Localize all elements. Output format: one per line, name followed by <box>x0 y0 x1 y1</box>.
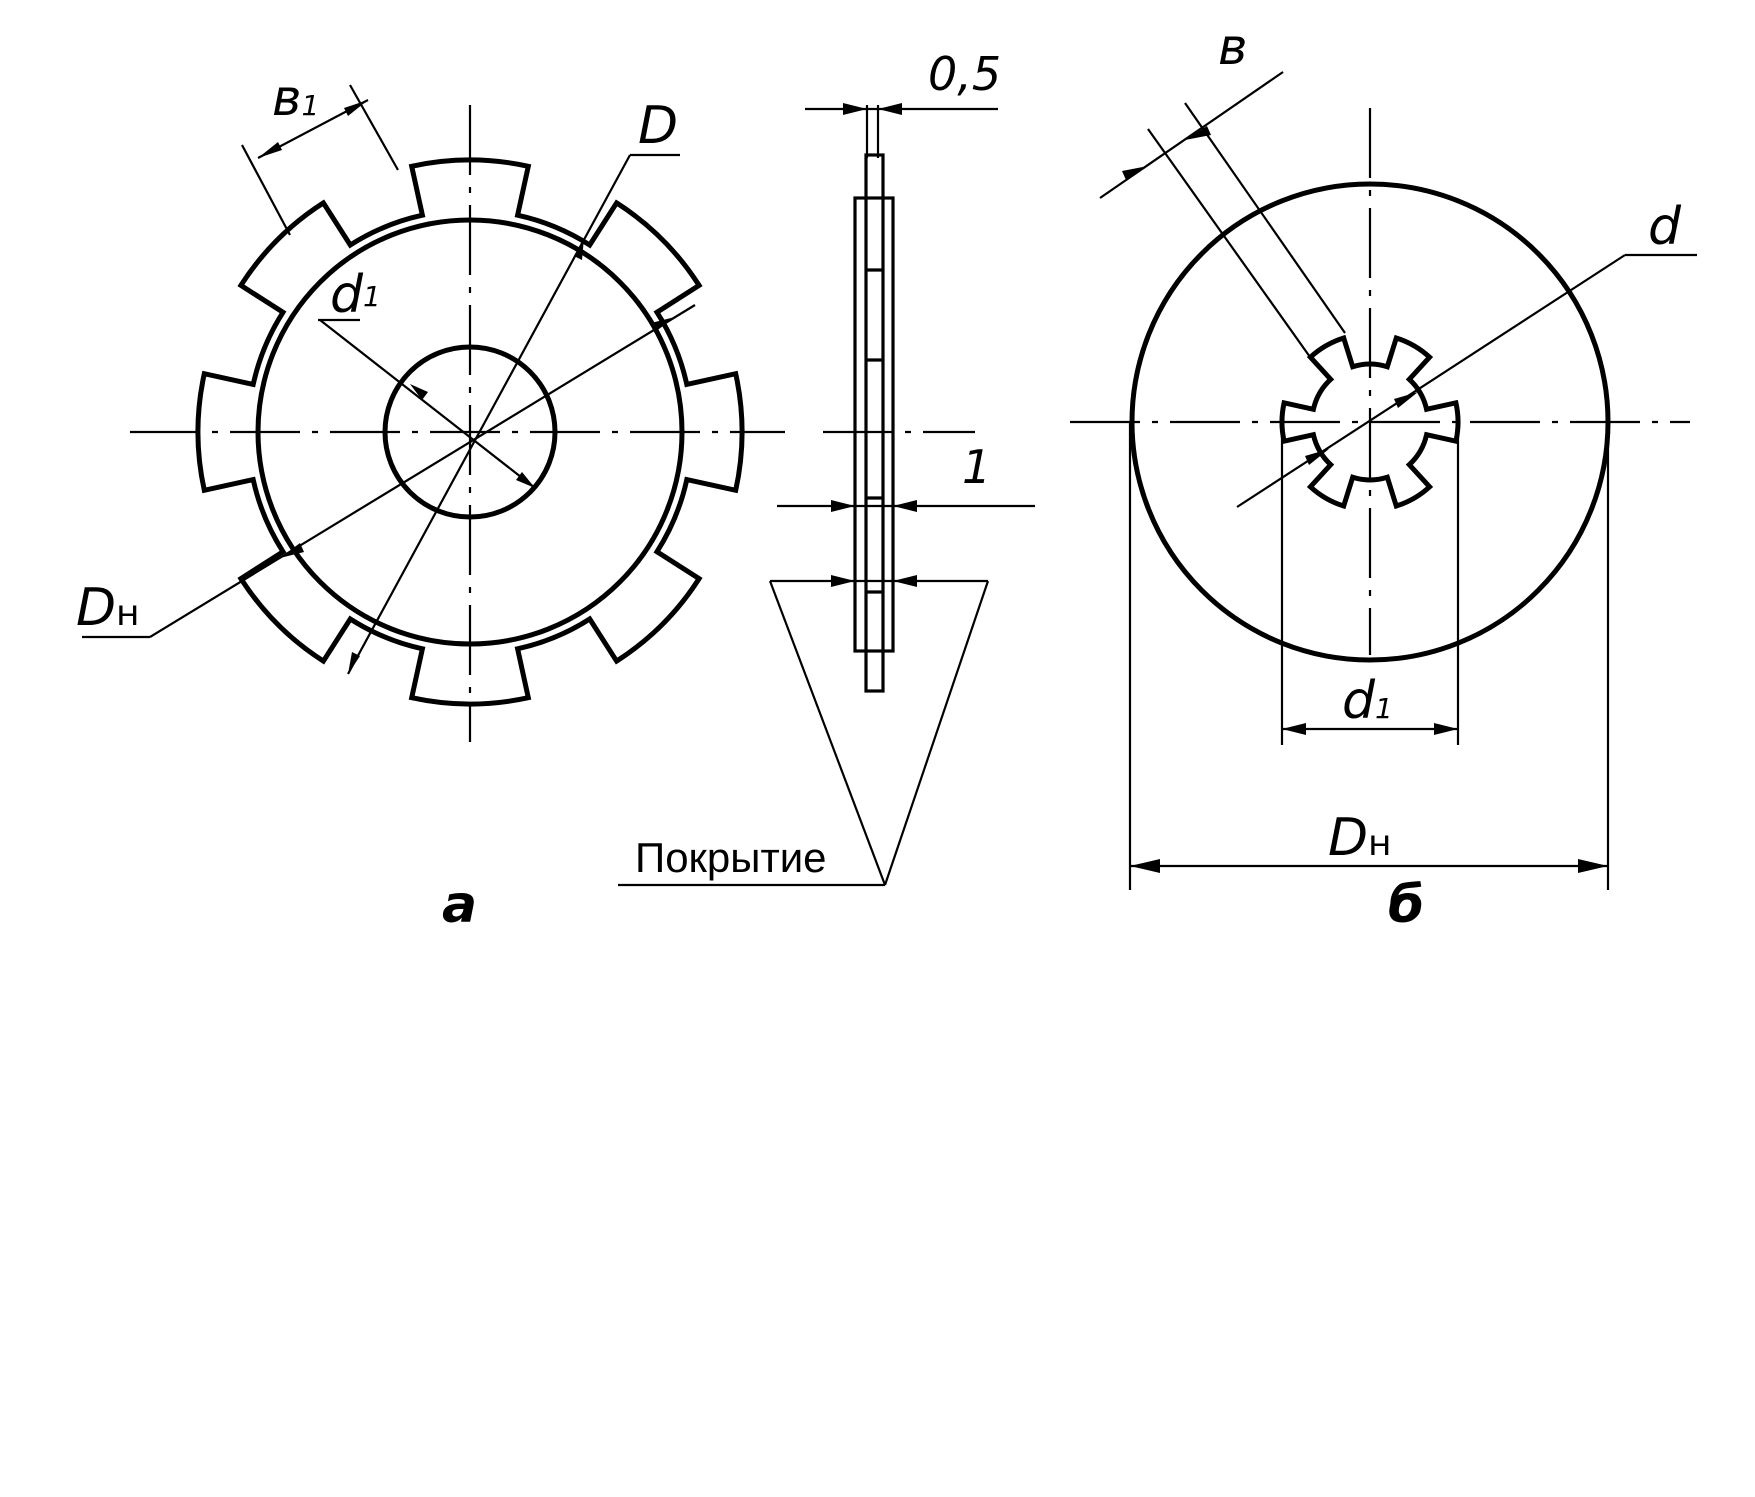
section-wide-body <box>853 196 895 653</box>
figure-a-b1-label: в1 <box>272 69 319 127</box>
figure-b-d-arrow-lower <box>1305 449 1329 465</box>
figure-a-D-arrow-upper <box>574 238 584 260</box>
section-coating-leader-left <box>768 580 887 886</box>
figure-a-D-arrow-lower <box>348 652 360 674</box>
section-view: 0,5 1 Покрытие <box>618 47 1035 887</box>
figure-b-d1-arrow-right <box>1434 723 1458 735</box>
figure-a-d1-label: d1 <box>330 265 381 325</box>
section-coating-arrow-right <box>893 575 917 587</box>
figure-a-b1-extension-left <box>241 144 291 236</box>
figure-a-d1-arrow-lower <box>516 472 535 488</box>
section-coating-label: Покрытие <box>635 834 827 881</box>
figure-a: в1 D d1 Dн а <box>76 69 785 935</box>
section-0-5-arrow-right <box>878 103 902 115</box>
figure-b-splined-hole <box>1279 334 1461 510</box>
section-coating-arrow-left <box>831 575 855 587</box>
section-thickness-top-label: 0,5 <box>928 47 1001 101</box>
figure-b-caption: б <box>1388 875 1424 935</box>
section-coating-leader-right <box>883 580 990 886</box>
figure-b-Dn-arrow-left <box>1130 859 1160 873</box>
figure-a-d1-dimension-line <box>319 319 536 489</box>
figure-b-b-extension-left <box>1147 128 1311 358</box>
figure-b-d1-label: d1 <box>1342 671 1393 731</box>
figure-b: в d d1 Dн б <box>1070 18 1697 935</box>
figure-b-Dn-label: Dн <box>1328 808 1392 868</box>
figure-a-circle-D <box>255 217 685 647</box>
figure-a-hole-d1 <box>382 344 558 520</box>
figure-a-D-label: D <box>638 96 678 156</box>
section-1-arrow-left <box>831 500 855 512</box>
figure-b-b-arrow-left <box>1122 166 1148 180</box>
figure-a-caption: а <box>442 875 477 935</box>
figure-b-Dn-arrow-right <box>1578 859 1608 873</box>
section-thickness-mid-label: 1 <box>962 440 991 494</box>
figure-b-d1-arrow-left <box>1282 723 1306 735</box>
figure-b-b-extension-right <box>1184 102 1346 334</box>
section-1-arrow-right <box>893 500 917 512</box>
figure-a-toothed-outer-ring <box>195 157 745 707</box>
figure-a-b1-arrow-left <box>258 142 282 158</box>
figure-a-Dn-label: Dн <box>76 578 140 638</box>
figure-b-b-label: в <box>1218 18 1247 76</box>
figure-a-Dn-arrow-right <box>651 317 675 332</box>
figure-b-b-arrow-right <box>1185 126 1211 140</box>
figure-a-Dn-arrow-left <box>280 543 304 558</box>
section-0-5-arrow-left <box>843 103 867 115</box>
figure-b-b-dimension-line <box>1099 71 1284 199</box>
figure-b-d-label: d <box>1648 197 1682 257</box>
figure-a-d1-arrow-upper <box>410 384 428 400</box>
figure-a-D-dimension-line <box>347 154 631 675</box>
section-core-plate <box>864 153 885 693</box>
figure-b-d-arrow-upper <box>1394 392 1418 408</box>
figure-a-Dn-dimension-line <box>149 304 696 638</box>
figure-a-b1-extension-right <box>349 84 399 171</box>
figure-a-b1-arrow-right <box>344 100 368 116</box>
figure-b-d-dimension-line <box>1236 254 1626 508</box>
